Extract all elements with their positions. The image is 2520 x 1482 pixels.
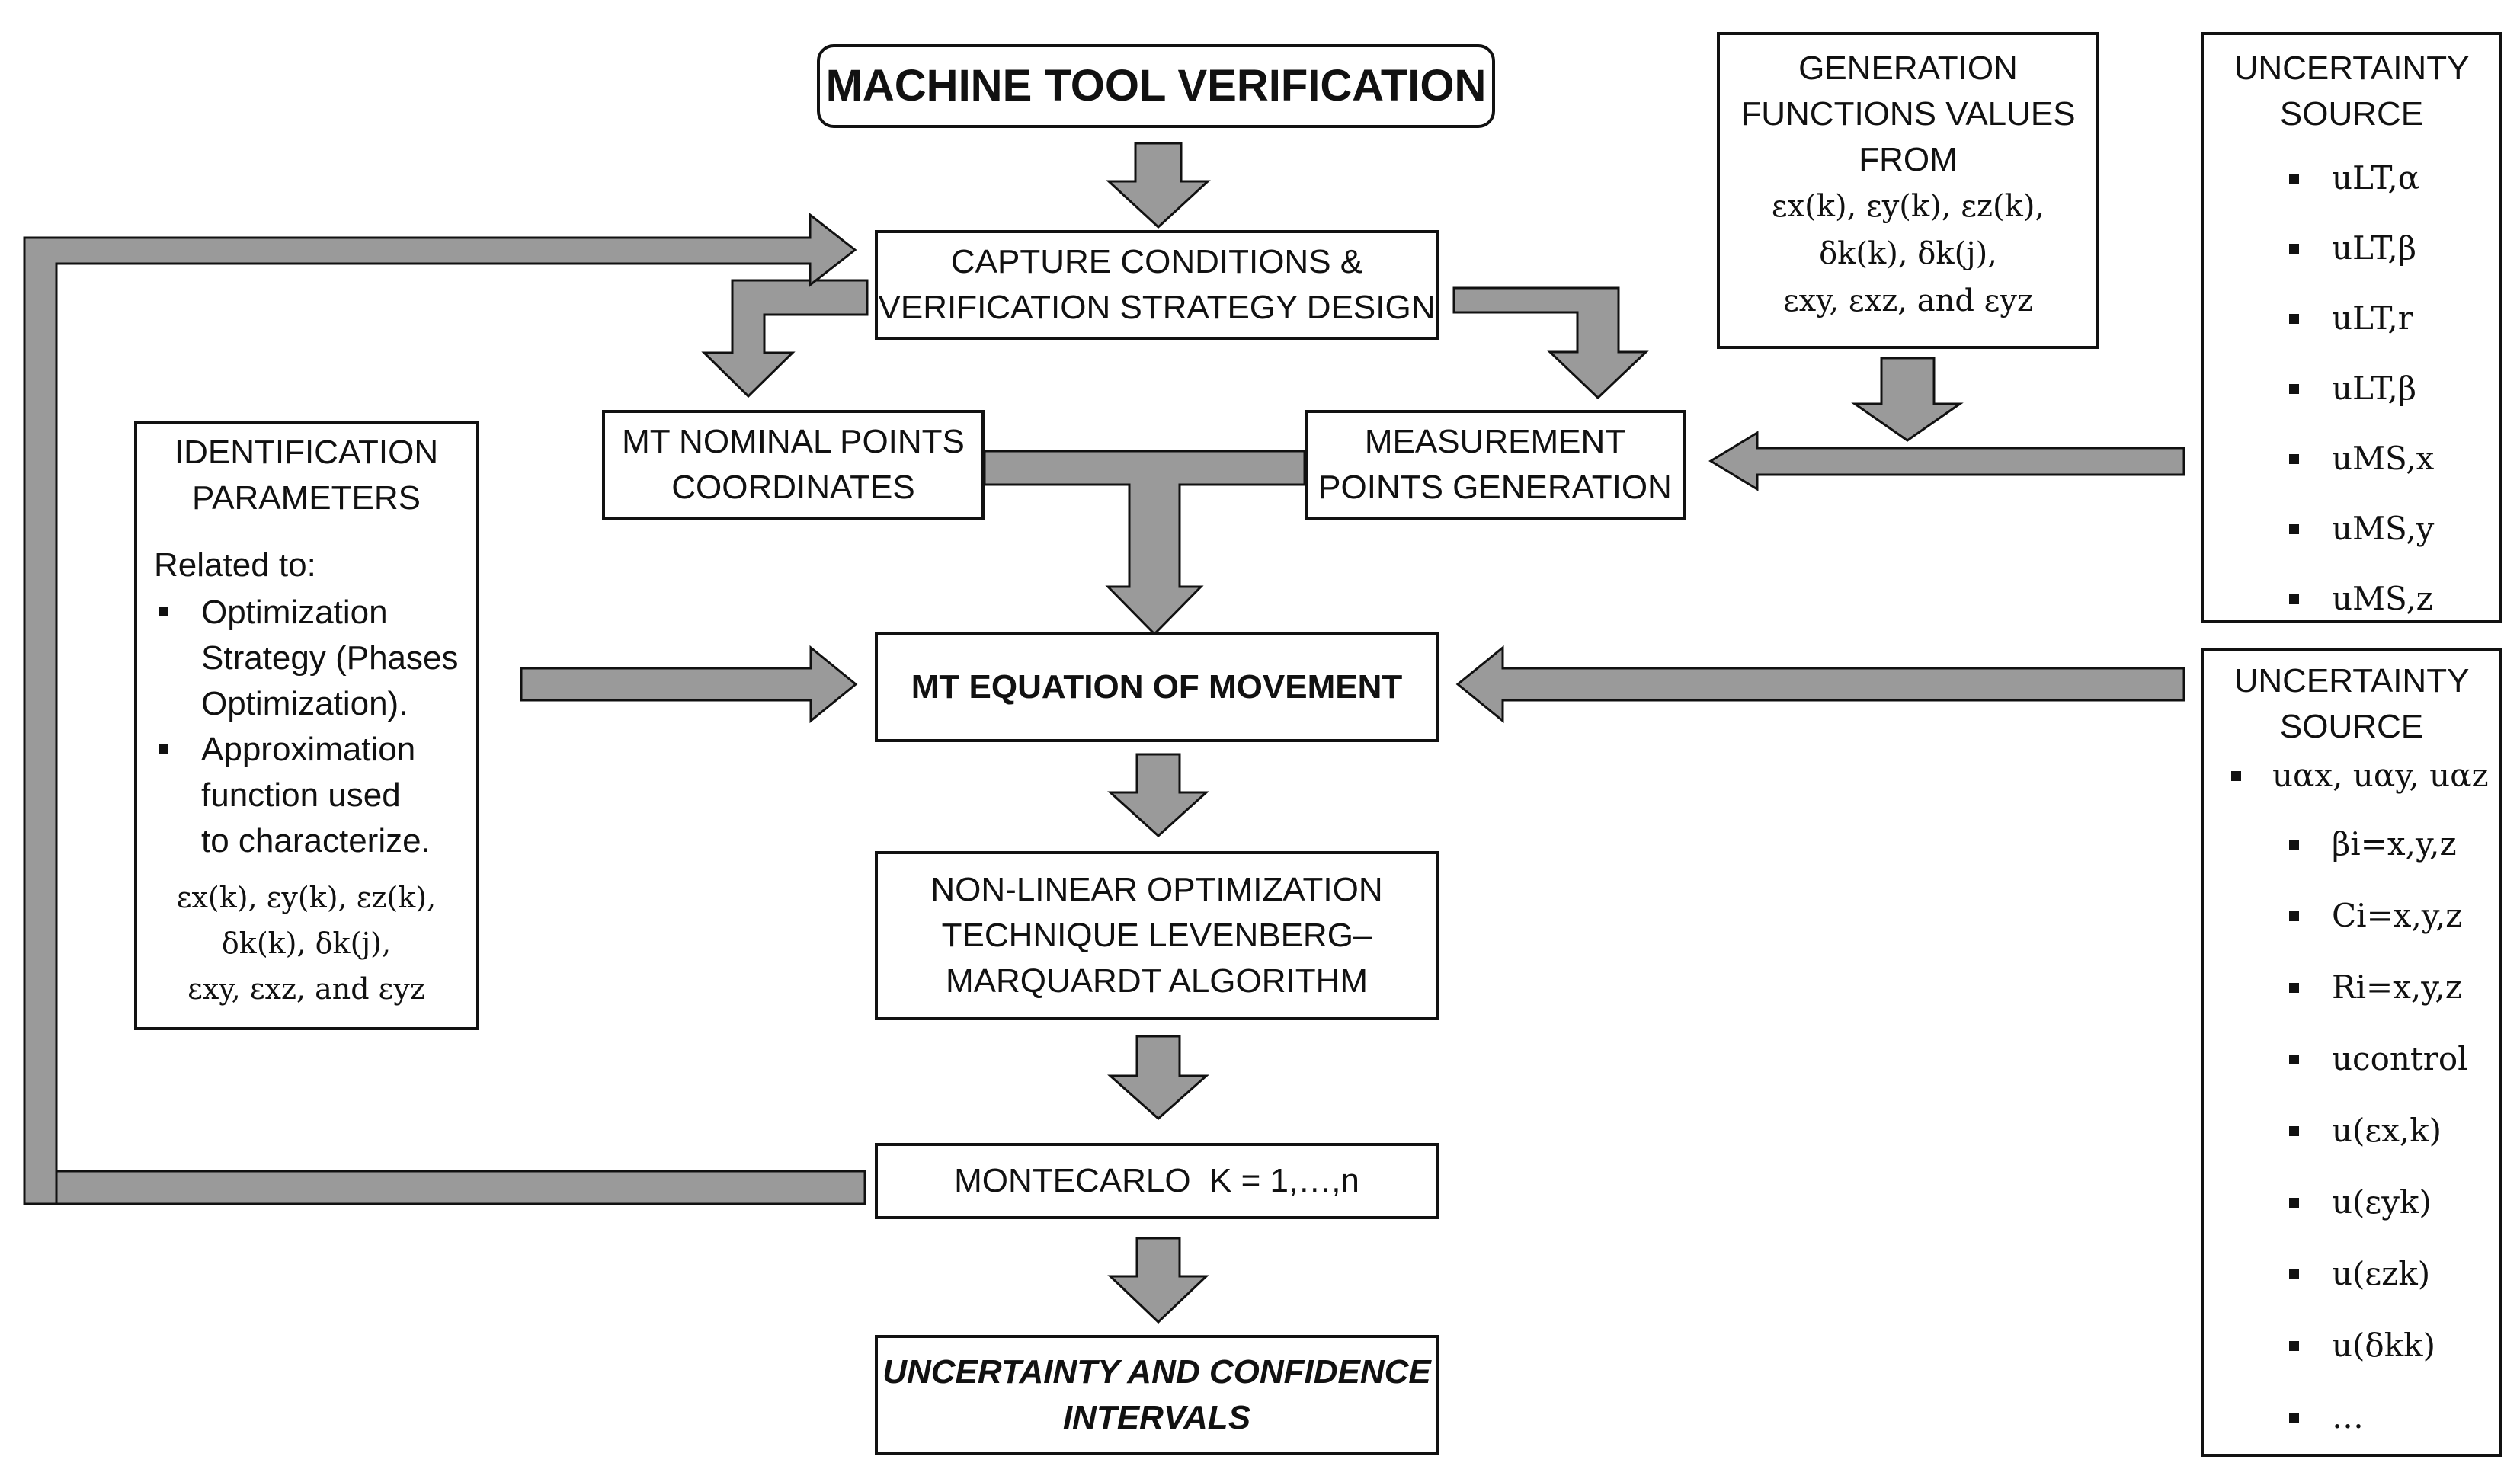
- optimization-line1: NON-LINEAR OPTIMIZATION: [930, 871, 1383, 908]
- arrow-identification-to-equation: [520, 645, 858, 724]
- bullet-marker: [2289, 1126, 2299, 1136]
- bullet-marker: [2289, 983, 2299, 993]
- measurement-points-box: MEASUREMENT POINTS GENERATION: [1305, 410, 1686, 520]
- montecarlo-box: MONTECARLO K = 1,…,n: [875, 1143, 1439, 1219]
- identification-head2: PARAMETERS: [192, 479, 421, 517]
- uncertainty-item: uLT,r: [2332, 299, 2413, 337]
- machine-tool-verification-box: MACHINE TOOL VERIFICATION: [817, 44, 1495, 128]
- uncertainty-item: …: [2332, 1398, 2364, 1436]
- generation-math2: δk(k), δk(j),: [1819, 236, 1997, 271]
- identification-math3: εxy, εxz, and εyz: [187, 972, 425, 1006]
- bullet-marker: [2289, 1055, 2299, 1064]
- bullet-marker: [2289, 454, 2299, 464]
- identification-math2: δk(k), δk(j),: [221, 927, 392, 960]
- generation-line3: FROM: [1859, 141, 1958, 178]
- bullet1-line1: Optimization: [201, 594, 388, 631]
- optimization-box: NON-LINEAR OPTIMIZATION TECHNIQUE LEVENB…: [875, 851, 1439, 1020]
- uncertainty-item: ucontrol: [2332, 1040, 2468, 1077]
- measurement-line1: MEASUREMENT: [1364, 423, 1626, 460]
- uncertainty-item: βi=x,y,z: [2332, 825, 2457, 863]
- uncertainty2-top: uαx, uαy, uαz: [2272, 757, 2489, 794]
- optimization-line3: MARQUARDT ALGORITHM: [945, 962, 1369, 1000]
- bullet-marker: [2289, 840, 2299, 850]
- uncertainty-item: u(εzk): [2332, 1255, 2431, 1292]
- uncertainty-item: Ci=x,y,z: [2332, 897, 2463, 934]
- montecarlo-text: MONTECARLO K = 1,…,n: [954, 1162, 1359, 1199]
- arrow-feedback-loop: [23, 212, 866, 1205]
- uncertainty1-head2: SOURCE: [2279, 95, 2424, 133]
- arrow-capture-to-measurement: [1452, 286, 1649, 400]
- bullet2-line2: function used: [201, 776, 401, 814]
- bullet-marker: [2289, 174, 2299, 184]
- bullet-marker: [159, 744, 168, 754]
- identification-head1: IDENTIFICATION: [174, 434, 439, 471]
- uncertainty1-head1: UNCERTAINTY: [2233, 50, 2470, 87]
- uncertainty2-head1: UNCERTAINTY: [2233, 662, 2470, 699]
- generation-functions-box: GENERATION FUNCTIONS VALUES FROM εx(k), …: [1717, 32, 2099, 349]
- uncertainty-item: uMS,x: [2332, 440, 2435, 477]
- bullet-marker: [2289, 1269, 2299, 1279]
- nominal-line1: MT NOMINAL POINTS: [622, 423, 965, 460]
- result-line2: INTERVALS: [1062, 1399, 1251, 1436]
- uncertainty-item: uLT,β: [2332, 229, 2416, 267]
- bullet-marker: [2289, 911, 2299, 921]
- arrow-equation-to-optimization: [1107, 753, 1209, 838]
- bullet-marker: [2289, 314, 2299, 324]
- identification-math1: εx(k), εy(k), εz(k),: [176, 881, 437, 914]
- uncertainty-source-box-1: UNCERTAINTY SOURCE uLT,α uLT,β uLT,r uLT,β u…: [2201, 32, 2502, 623]
- uncertainty-item: u(εx,k): [2332, 1112, 2442, 1149]
- capture-line2: VERIFICATION STRATEGY DESIGN: [878, 289, 1436, 326]
- uncertainty-item: uLT,β: [2332, 370, 2416, 407]
- uncertainty2-head2: SOURCE: [2279, 708, 2424, 745]
- identification-parameters-box: IDENTIFICATION PARAMETERS Related to: Op…: [134, 421, 479, 1030]
- arrow-capture-to-nominal: [701, 279, 869, 399]
- generation-line1: GENERATION: [1798, 50, 2018, 87]
- bullet-marker: [2289, 1413, 2299, 1423]
- generation-math1: εx(k), εy(k), εz(k),: [1771, 189, 2045, 224]
- nominal-line2: COORDINATES: [671, 469, 915, 506]
- arrow-title-to-capture: [1106, 142, 1211, 229]
- bullet-marker: [2289, 384, 2299, 394]
- title-text: MACHINE TOOL VERIFICATION: [825, 61, 1487, 110]
- arrow-generation-down: [1851, 357, 1964, 442]
- arrow-uncertainty1-to-measurement: [1708, 431, 2185, 491]
- arrow-merge-to-equation: [983, 450, 1306, 636]
- uncertainty-item: u(εyk): [2332, 1183, 2432, 1221]
- uncertainty-confidence-box: UNCERTAINTY AND CONFIDENCE INTERVALS: [875, 1335, 1439, 1455]
- bullet2-line3: to characterize.: [201, 822, 431, 859]
- arrow-uncertainty2-to-equation: [1455, 645, 2185, 724]
- nominal-points-box: MT NOMINAL POINTS COORDINATES: [602, 410, 985, 520]
- equation-text: MT EQUATION OF MOVEMENT: [911, 668, 1403, 706]
- equation-of-movement-box: MT EQUATION OF MOVEMENT: [875, 632, 1439, 742]
- bullet-marker: [2289, 594, 2299, 604]
- uncertainty-item: uMS,z: [2332, 580, 2433, 617]
- uncertainty-item: u(δkk): [2332, 1327, 2436, 1364]
- bullet-marker: [2289, 524, 2299, 534]
- generation-line2: FUNCTIONS VALUES: [1740, 95, 2076, 133]
- identification-related: Related to:: [154, 546, 316, 584]
- bullet-marker: [2289, 1198, 2299, 1208]
- bullet-marker: [2289, 244, 2299, 254]
- generation-math3: εxy, εxz, and εyz: [1782, 283, 2034, 318]
- bullet1-line3: Optimization).: [201, 685, 408, 722]
- bullet1-line2: Strategy (Phases: [201, 639, 459, 677]
- bullet-marker: [2231, 771, 2241, 781]
- bullet-marker: [2289, 1341, 2299, 1351]
- uncertainty-item: uMS,y: [2332, 510, 2435, 547]
- uncertainty-item: Ri=x,y,z: [2332, 968, 2462, 1006]
- bullet2-line1: Approximation: [201, 731, 416, 768]
- bullet-marker: [159, 607, 168, 616]
- capture-conditions-box: CAPTURE CONDITIONS & VERIFICATION STRATE…: [875, 230, 1439, 340]
- uncertainty-item: uLT,α: [2332, 159, 2420, 197]
- arrow-optimization-to-montecarlo: [1107, 1035, 1209, 1121]
- uncertainty-source-box-2: UNCERTAINTY SOURCE uαx, uαy, uαz βi=x,y,…: [2201, 648, 2502, 1457]
- result-line1: UNCERTAINTY AND CONFIDENCE: [882, 1353, 1431, 1391]
- arrow-montecarlo-to-result: [1107, 1237, 1209, 1324]
- optimization-line2: TECHNIQUE LEVENBERG–: [941, 917, 1372, 954]
- measurement-line2: POINTS GENERATION: [1318, 469, 1672, 506]
- capture-line1: CAPTURE CONDITIONS &: [950, 243, 1363, 280]
